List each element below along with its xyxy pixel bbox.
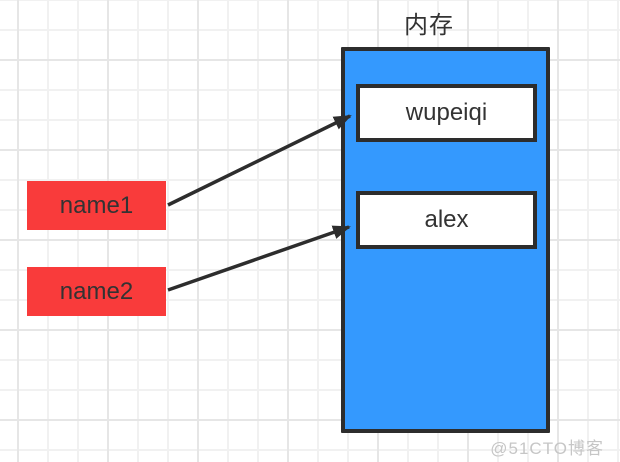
memory-value-label: wupeiqi: [405, 99, 488, 126]
arrow-name1-to-wupeiqi: [167, 114, 352, 207]
arrow-name2-to-alex: [167, 225, 351, 292]
memory-box-title: 内存: [404, 12, 454, 39]
variable-box-name1: name1: [27, 181, 166, 230]
variable-label: name2: [59, 277, 134, 305]
memory-value-box-alex: alex: [356, 191, 537, 249]
memory-value-box-wupeiqi: wupeiqi: [356, 84, 537, 142]
variable-box-name2: name2: [27, 267, 166, 316]
memory-value-label: alex: [424, 206, 469, 233]
variable-label: name1: [59, 191, 134, 219]
watermark: @51CTO博客: [490, 439, 604, 458]
